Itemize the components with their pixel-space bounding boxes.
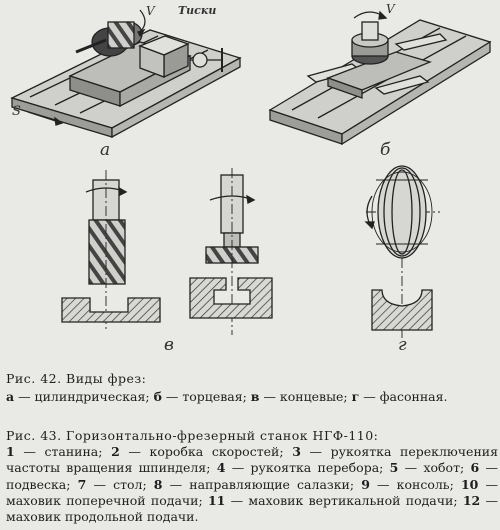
legend-item: 1 — станина; bbox=[6, 444, 112, 460]
legend-item: 11 — маховик вертикальной подачи; bbox=[207, 492, 463, 508]
caption-43-title: Рис. 43. Горизонтально-фрезерный станок … bbox=[6, 428, 379, 443]
legend-item: 2 — коробка скоростей; bbox=[111, 444, 293, 460]
label-b: б bbox=[380, 140, 391, 160]
caption-fig-43: Рис. 43. Горизонтально-фрезерный станок … bbox=[6, 428, 498, 525]
legend-item: 5 — хобот; bbox=[389, 460, 471, 476]
label-a: а bbox=[100, 140, 111, 160]
figure-a-cylindrical-setup bbox=[10, 9, 242, 139]
legend-item: 8 — направляющие салазки; bbox=[153, 476, 362, 492]
legend-item: 7 — стол; bbox=[77, 476, 154, 492]
label-g: г bbox=[398, 335, 407, 355]
label-v: в bbox=[164, 335, 174, 355]
speed-annotation-b: V bbox=[386, 2, 395, 16]
legend-item: 12 — маховик продольной подачи. bbox=[6, 492, 498, 525]
milling-cutters-figure bbox=[10, 9, 492, 338]
legend-item: 4 — рукоятка перебора; bbox=[216, 460, 390, 476]
feed-annotation: S bbox=[12, 104, 21, 119]
legend-item: г — фасонная. bbox=[351, 389, 448, 404]
vice-annotation: Тиски bbox=[178, 4, 217, 17]
legend-item: 10 — маховик поперечной подачи; bbox=[6, 476, 498, 508]
caption-42-legend: а — цилиндрическая; б — торцевая; в — ко… bbox=[6, 388, 496, 406]
caption-42-title: Рис. 42. Виды фрез: bbox=[6, 371, 147, 386]
figure-v-end-mills bbox=[61, 168, 273, 335]
figure-g-form-cutter bbox=[364, 165, 440, 338]
legend-item: 6 — подвеска; bbox=[6, 460, 498, 492]
legend-item: 3 — рукоятка переключения частоты вращен… bbox=[6, 444, 498, 476]
legend-item: а — цилиндрическая; bbox=[6, 389, 154, 404]
figure-b-face-setup bbox=[268, 10, 492, 146]
caption-fig-42: Рис. 42. Виды фрез: а — цилиндрическая; … bbox=[6, 370, 496, 406]
speed-annotation-a: V bbox=[146, 4, 155, 18]
legend-item: б — торцевая; bbox=[153, 389, 251, 404]
legend-item: в — концевые; bbox=[250, 389, 352, 404]
legend-item: 9 — консоль; bbox=[361, 476, 461, 492]
